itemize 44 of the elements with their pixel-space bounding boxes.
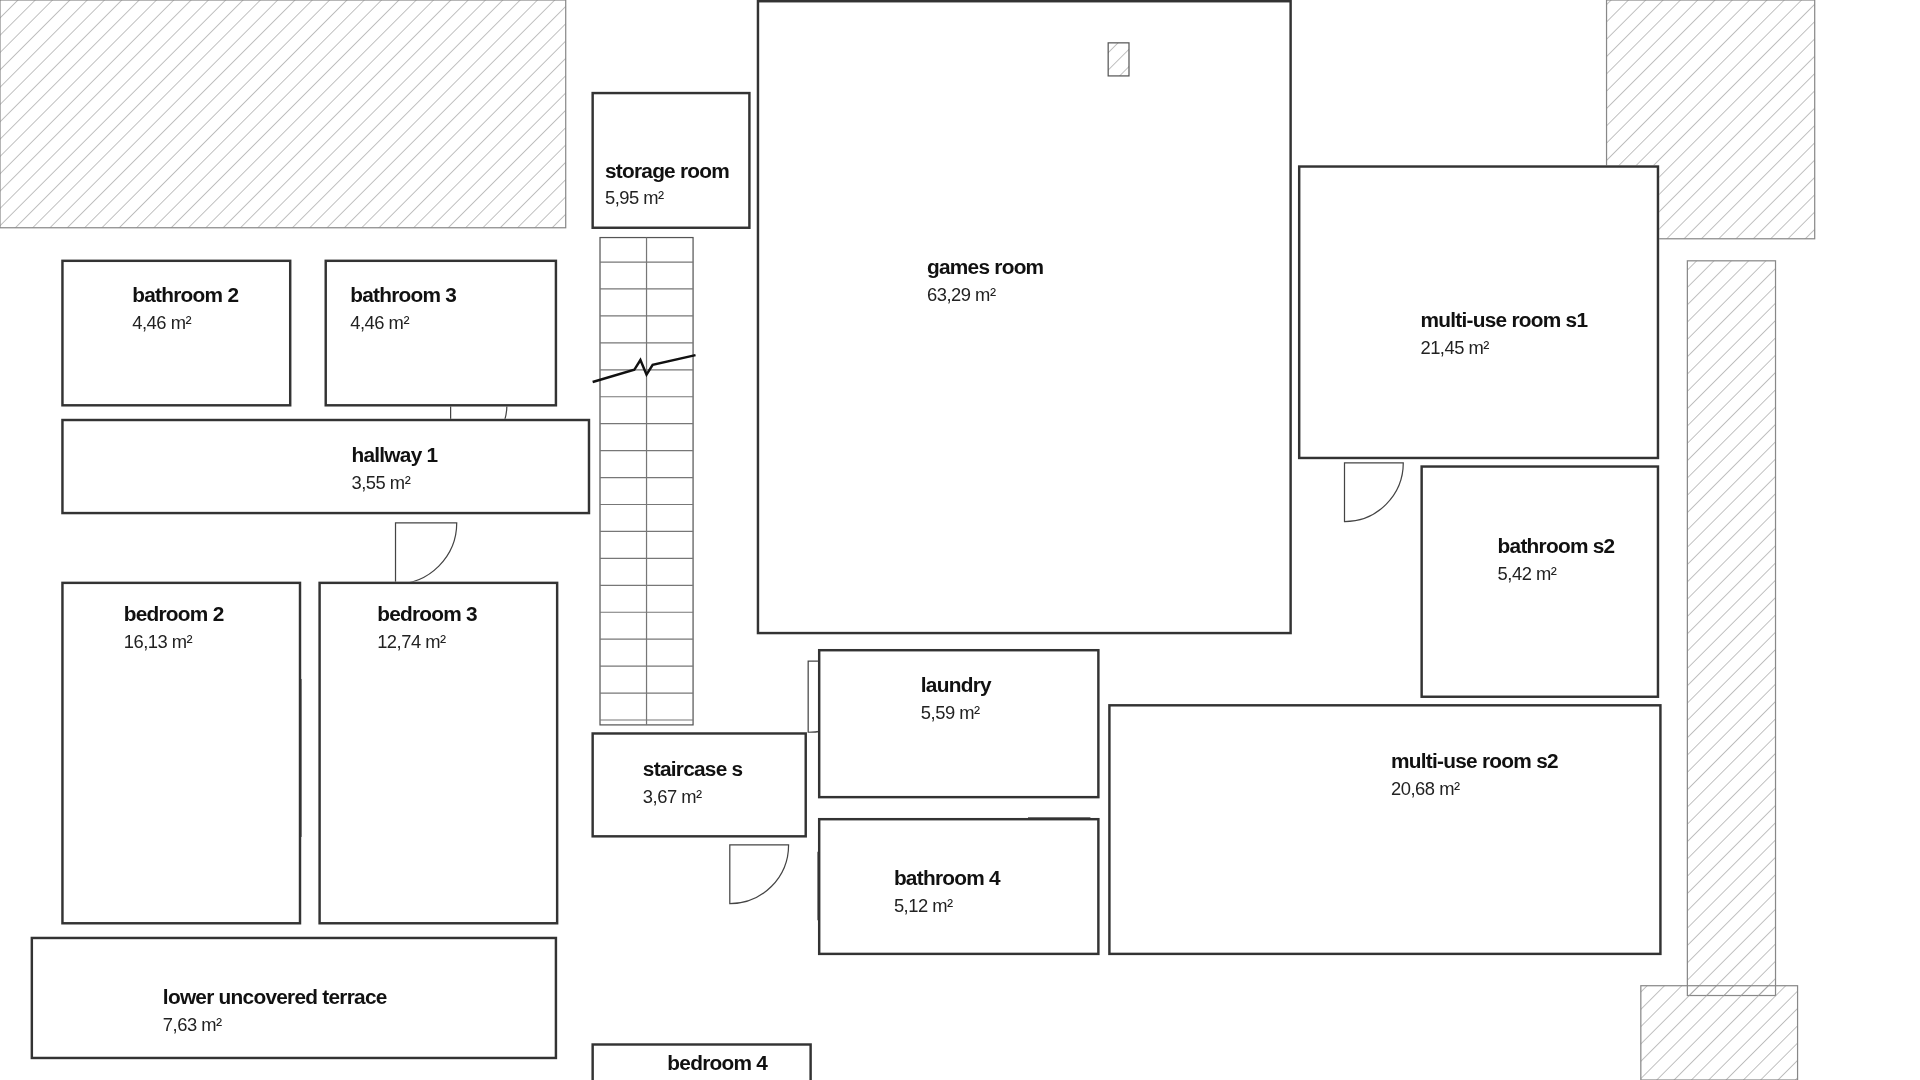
room-name: multi-use room s1: [1420, 308, 1588, 332]
room-area: 3,55 m²: [351, 471, 411, 493]
room-area: 63,29 m²: [926, 284, 996, 305]
room-outline: [61, 418, 591, 515]
room-area: 4,46 m²: [350, 312, 410, 334]
room-area: 5,42 m²: [1497, 563, 1557, 585]
room-area: 5,59 m²: [920, 701, 980, 723]
room-outline: [1297, 165, 1660, 460]
room-outline: [324, 259, 558, 407]
room-name: bathroom s2: [1497, 535, 1615, 559]
room-name: laundry: [920, 673, 991, 697]
room-area: 20,68 m²: [1391, 777, 1460, 799]
room-name: multi-use room s2: [1391, 749, 1558, 773]
room-outline: [591, 91, 751, 229]
room-name: storage room: [604, 159, 730, 183]
room-name: hallway 1: [351, 443, 438, 467]
room-outline: [817, 649, 1100, 799]
room-outline: [1108, 704, 1662, 956]
room-name: bathroom 3: [350, 284, 457, 308]
room-outline: [591, 1043, 812, 1080]
room-outline: [591, 732, 807, 838]
room-area: 21,45 m²: [1420, 336, 1489, 358]
room-name: bathroom 2: [132, 284, 239, 308]
room-outline: [756, 0, 1292, 635]
room-outline: [30, 936, 558, 1060]
room-outline: [318, 581, 559, 925]
room-outline: [61, 581, 302, 925]
room-area: 5,95 m²: [604, 187, 664, 209]
room-name: staircase s: [642, 757, 743, 782]
room-name: lower uncovered terrace: [162, 985, 387, 1009]
room-name: bedroom 2: [123, 602, 224, 626]
room-name: bedroom 3: [377, 602, 477, 626]
room-outline: [817, 817, 1100, 956]
room-area: 4,46 m²: [132, 312, 192, 334]
room-area: 16,13 m²: [123, 630, 193, 652]
room-name: games room: [926, 255, 1044, 280]
room-area: 3,67 m²: [642, 786, 702, 807]
room-name: bedroom 4: [667, 1051, 768, 1076]
room-area: 5,12 m²: [893, 895, 953, 916]
room-name: bathroom 4: [893, 866, 1000, 891]
room-area: 7,63 m²: [162, 1013, 222, 1035]
room-area: 12,74 m²: [377, 630, 446, 652]
room-outline: [1420, 465, 1660, 698]
room-outline: [61, 259, 292, 407]
